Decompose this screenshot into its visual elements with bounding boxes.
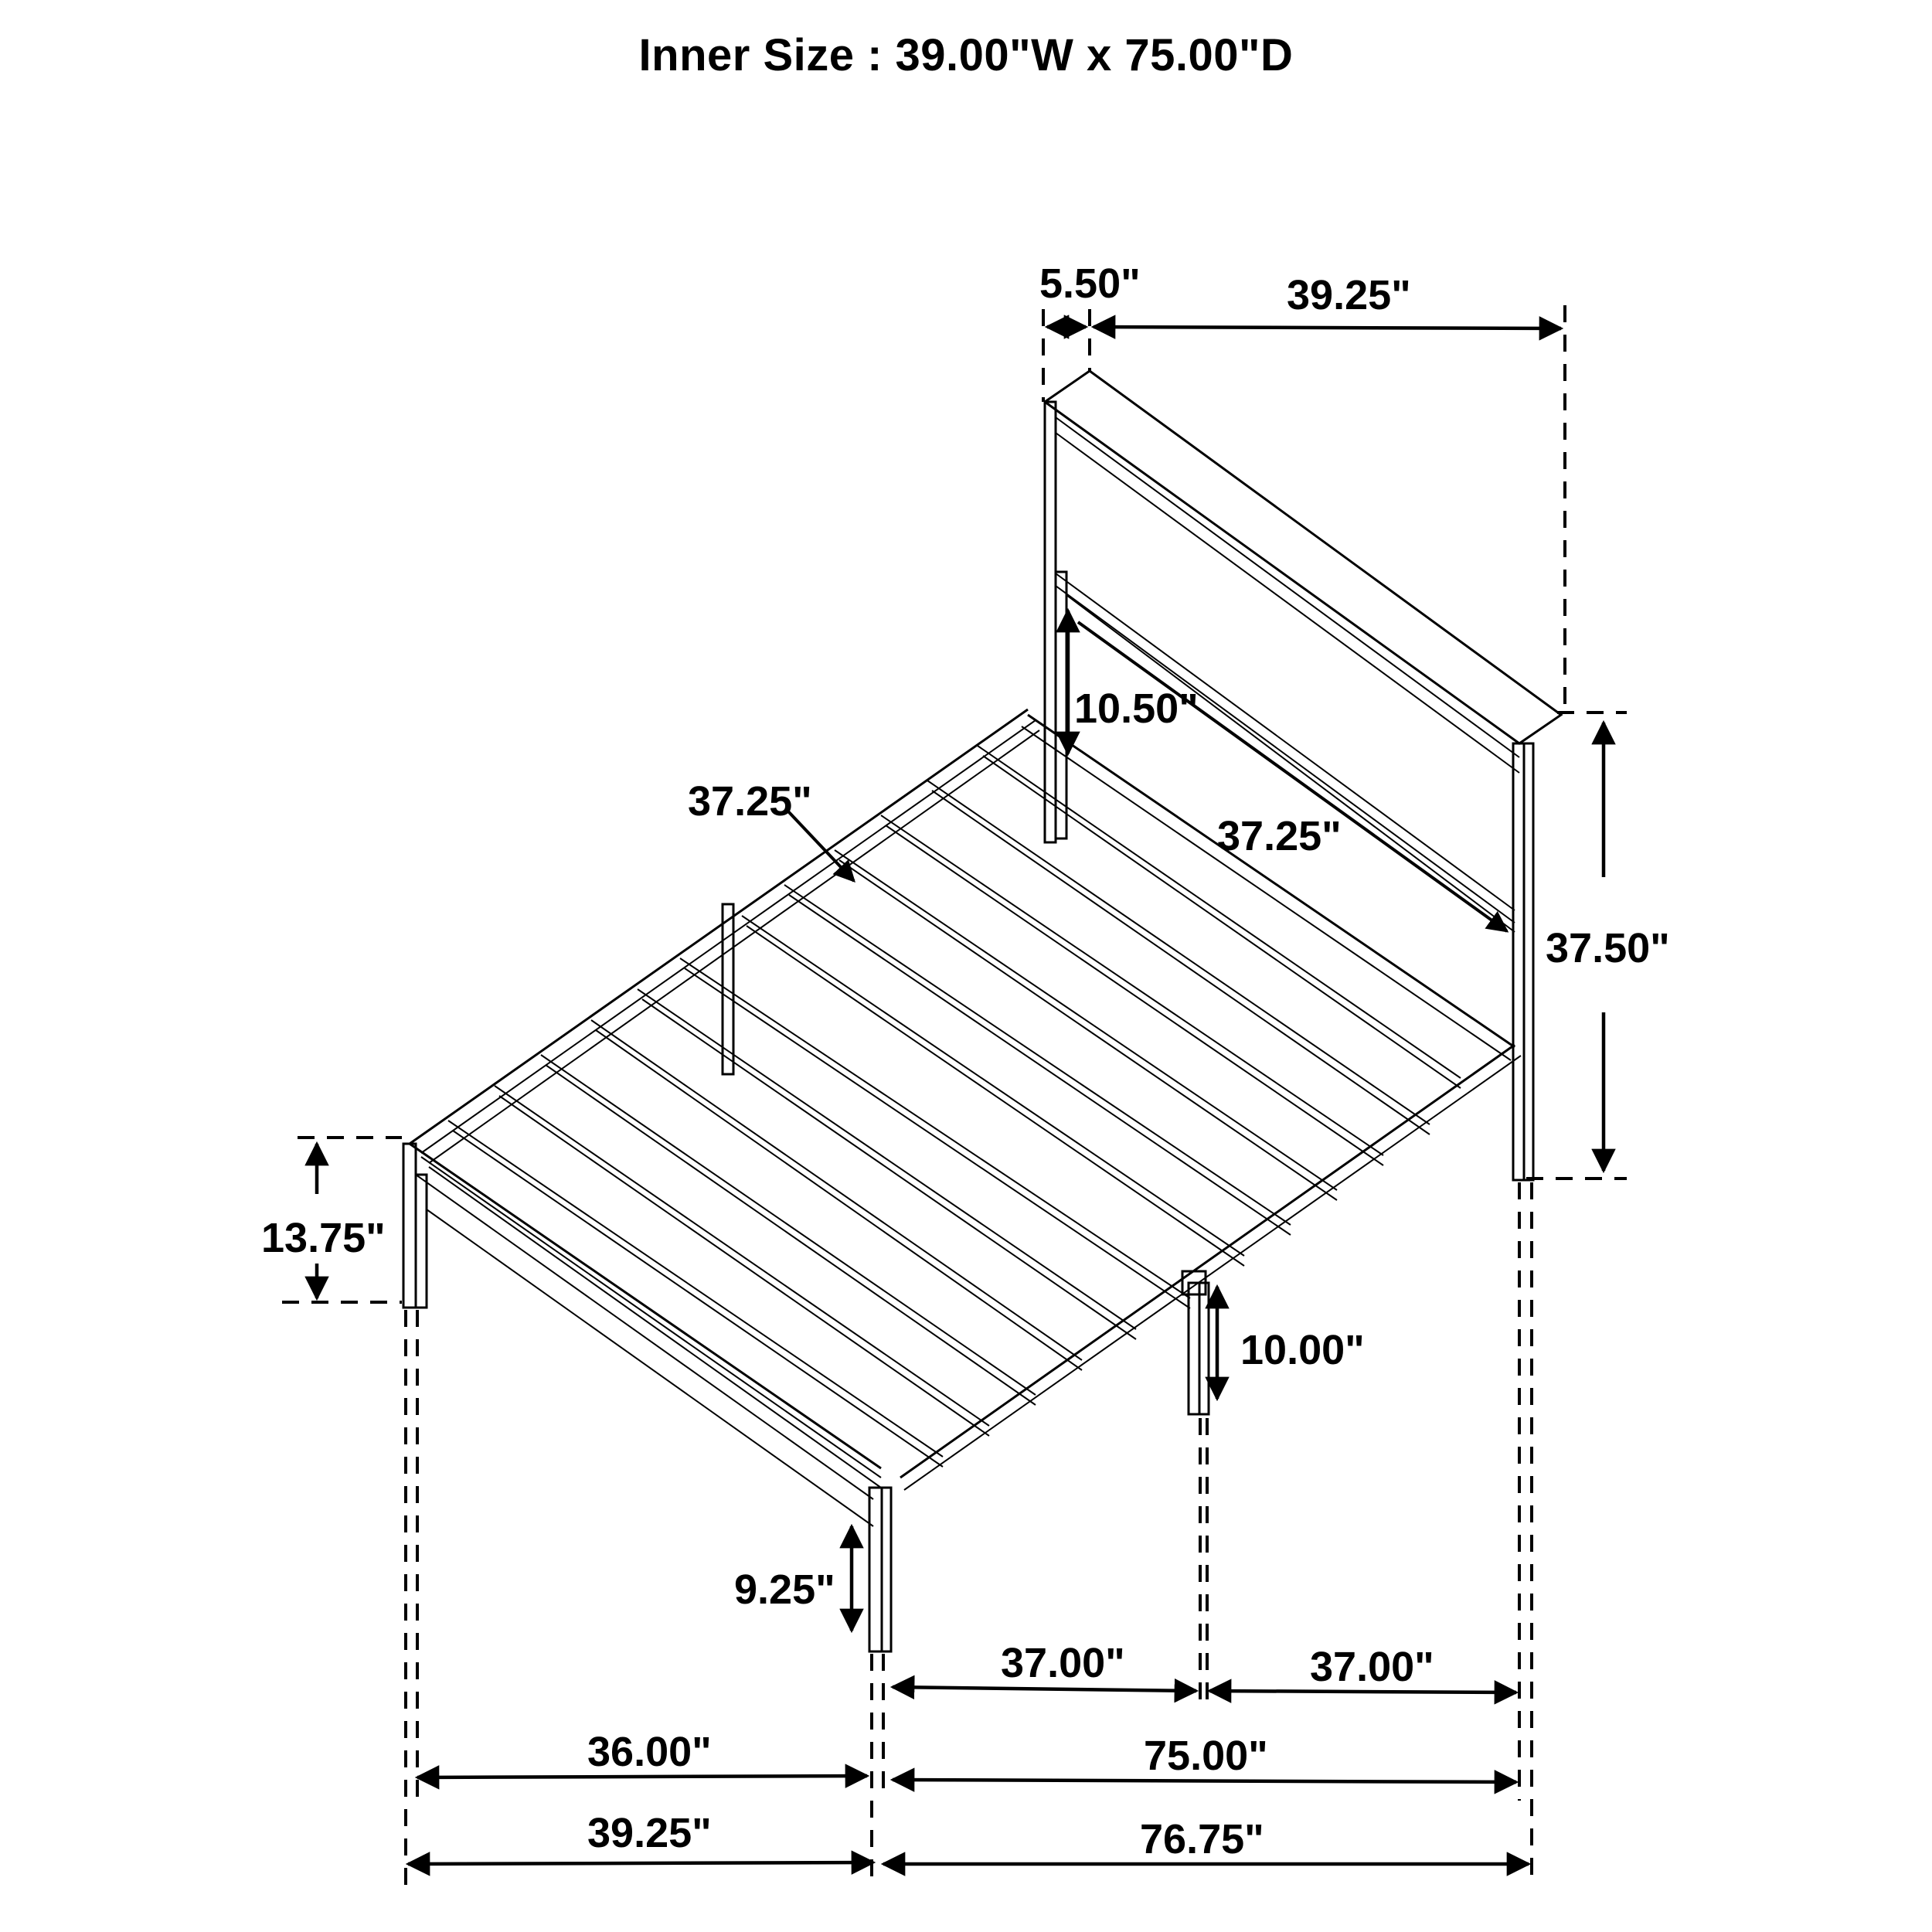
headboard-left-post: [1043, 400, 1068, 844]
head-cross-rail: [1021, 713, 1515, 1061]
dim-center-leg: 10.00": [1205, 1284, 1365, 1402]
dim-footboard-height: 13.75": [261, 1136, 402, 1304]
label-39-25-top: 39.25": [1287, 272, 1411, 318]
label-37-50: 37.50": [1546, 925, 1670, 971]
slats: [447, 745, 1461, 1468]
label-5-50: 5.50": [1039, 260, 1141, 307]
center-support-leg: [721, 903, 1210, 1416]
footboard: [402, 1142, 893, 1653]
headboard-lower-rail: [1055, 573, 1515, 933]
dim-footboard-rail: 37.25": [688, 778, 855, 883]
drawing-title: Inner Size : 39.00"W x 75.00"D: [638, 30, 1294, 80]
label-13-75: 13.75": [261, 1215, 386, 1261]
side-rail-right: [900, 1043, 1522, 1491]
label-10-00: 10.00": [1240, 1327, 1365, 1373]
label-37-25-left: 37.25": [688, 778, 812, 825]
dim-inner: 36.00" 75.00": [414, 1729, 1519, 1794]
dim-headboard-panel: 10.50": [1056, 607, 1199, 757]
dim-headboard-height: 37.50": [1526, 711, 1670, 1180]
label-10-50: 10.50": [1074, 685, 1199, 732]
dim-headboard-rail: 37.25": [1077, 621, 1509, 933]
extension-lines: [404, 1182, 1533, 1897]
foot-cross-rail: [409, 1142, 882, 1488]
label-36-00: 36.00": [587, 1729, 712, 1775]
bed-frame: [402, 369, 1563, 1653]
label-9-25: 9.25": [734, 1566, 835, 1613]
headboard-top-rail: [1044, 369, 1563, 774]
label-39-25-bottom: 39.25": [587, 1810, 712, 1856]
dim-headboard-post-depth: 5.50": [1039, 260, 1141, 402]
dim-overall: 39.25" 76.75": [405, 1810, 1532, 1876]
headboard-right-post: [1512, 742, 1535, 1182]
dim-side-rail-halves: 37.00" 37.00": [889, 1640, 1519, 1705]
label-37-25-right: 37.25": [1217, 813, 1342, 859]
dim-headboard-width: 39.25": [1090, 272, 1566, 715]
label-37-00-right: 37.00": [1310, 1644, 1434, 1690]
label-37-00-left: 37.00": [1001, 1640, 1125, 1686]
dim-foot-clearance: 9.25": [734, 1523, 864, 1634]
label-75-00: 75.00": [1144, 1733, 1268, 1779]
label-76-75: 76.75": [1140, 1816, 1264, 1862]
